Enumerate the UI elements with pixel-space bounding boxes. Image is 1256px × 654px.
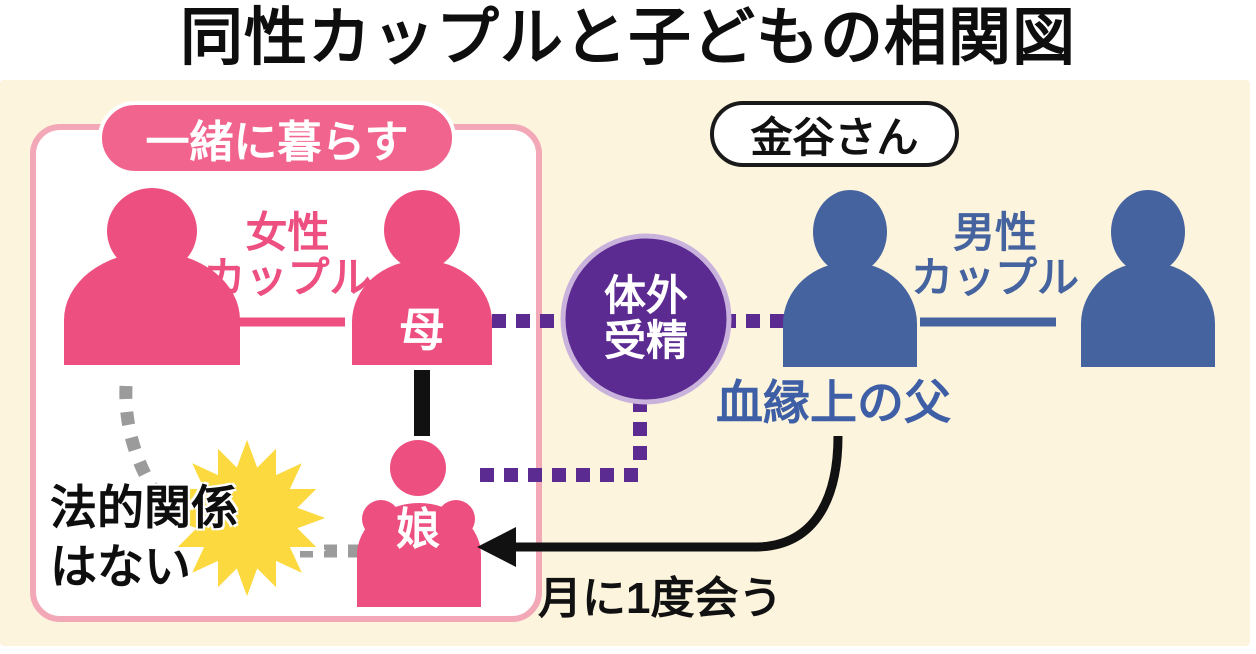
meet-once-a-month-label: 月に1度会う — [538, 574, 783, 623]
no-legal-relation-label: 法的関係 はない — [50, 481, 238, 594]
meet-arrow-shaft — [512, 435, 843, 552]
starburst-icon — [157, 428, 337, 608]
person-icon-daughter — [357, 440, 481, 607]
male-couple-label: 男性 カップル — [910, 209, 1079, 302]
person-icon-man-left — [783, 190, 917, 367]
ivf-label: 体外 受精 — [603, 272, 688, 364]
bio-father-label: 血縁上の父 — [716, 376, 951, 429]
daughter-label: 娘 — [396, 505, 440, 554]
female-couple-label: 女性 カップル — [203, 209, 372, 302]
mother-daughter-link — [414, 370, 430, 436]
person-icon-woman-left — [64, 188, 240, 365]
kanaya-label: 金谷さん — [750, 113, 919, 161]
living-together-pill: 一緒に暮らす — [98, 101, 456, 175]
kanaya-pill: 金谷さん — [710, 101, 959, 167]
person-icon-man-right — [1081, 190, 1215, 367]
person-icon-mother — [352, 190, 492, 365]
meet-arrow-head — [477, 527, 516, 567]
page-title: 同性カップルと子どもの相関図 — [180, 3, 1076, 73]
living-together-label: 一緒に暮らす — [145, 118, 409, 167]
mother-label: 母 — [399, 304, 445, 356]
ivf-circle — [560, 233, 732, 405]
